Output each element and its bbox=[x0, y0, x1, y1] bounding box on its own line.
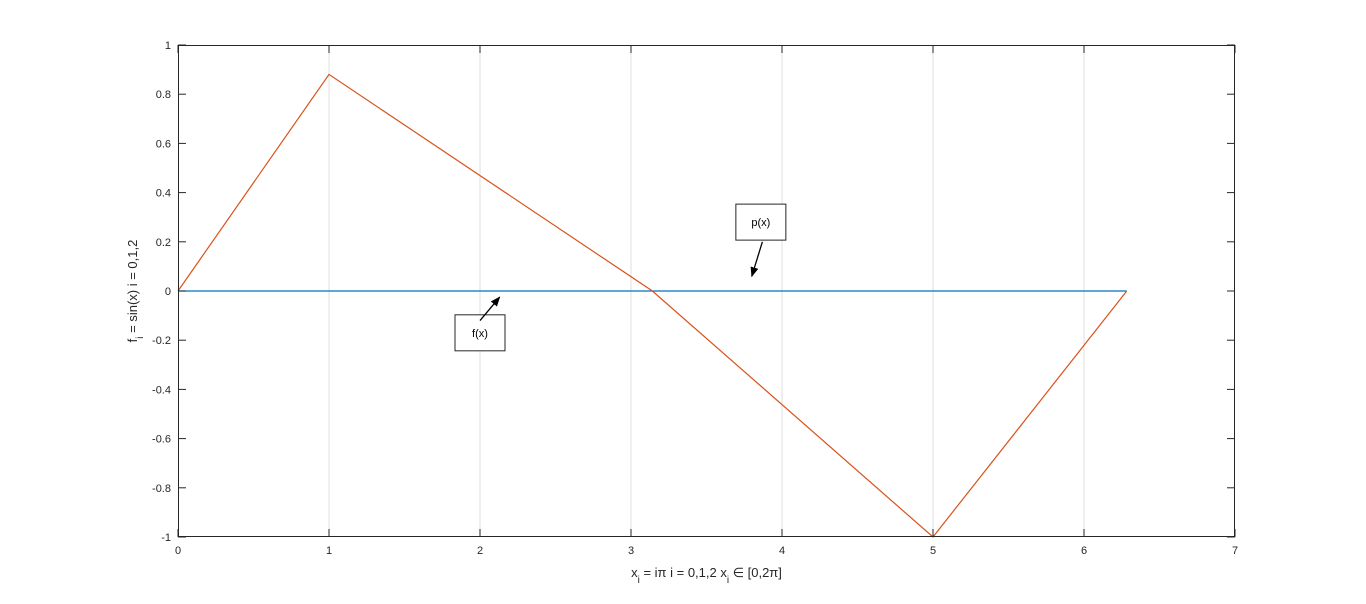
x-tick-label: 2 bbox=[477, 545, 483, 557]
x-tick-label: 6 bbox=[1081, 545, 1087, 557]
annotation-label: f(x) bbox=[472, 328, 488, 340]
y-tick-label: 0.8 bbox=[156, 89, 171, 101]
y-tick-label: 0 bbox=[165, 286, 171, 298]
y-tick-label: 1 bbox=[165, 40, 171, 52]
x-tick-label: 1 bbox=[326, 545, 332, 557]
annotation-arrow bbox=[479, 296, 501, 321]
annotation-box bbox=[735, 203, 787, 241]
x-tick-label: 7 bbox=[1232, 545, 1238, 557]
y-tick-label: -0.2 bbox=[152, 335, 171, 347]
x-axis-label: xi = iπ i = 0,1,2 xi ∈ [0,2π] bbox=[631, 565, 782, 586]
x-tick-label: 3 bbox=[628, 545, 634, 557]
series-line-2 bbox=[177, 73, 1128, 538]
annotation-box bbox=[454, 314, 506, 352]
y-axis-label: fi = sin(x) i = 0,1,2 bbox=[125, 240, 146, 343]
x-tick-label: 4 bbox=[779, 545, 785, 557]
x-tick-label: 0 bbox=[175, 545, 181, 557]
annotation-1: f(x) bbox=[454, 296, 506, 352]
annotation-2: p(x) bbox=[735, 203, 787, 278]
y-tick-label: -0.4 bbox=[152, 384, 171, 396]
y-tick-label: -0.6 bbox=[152, 434, 171, 446]
y-tick-label: 0.2 bbox=[156, 237, 171, 249]
annotation-label: p(x) bbox=[751, 217, 770, 229]
y-tick-label: -1 bbox=[161, 532, 171, 544]
annotation-arrow bbox=[750, 241, 763, 278]
y-tick-label: 0.4 bbox=[156, 188, 171, 200]
x-tick-label: 5 bbox=[930, 545, 936, 557]
y-tick-label: -0.8 bbox=[152, 483, 171, 495]
y-tick-label: 0.6 bbox=[156, 138, 171, 150]
